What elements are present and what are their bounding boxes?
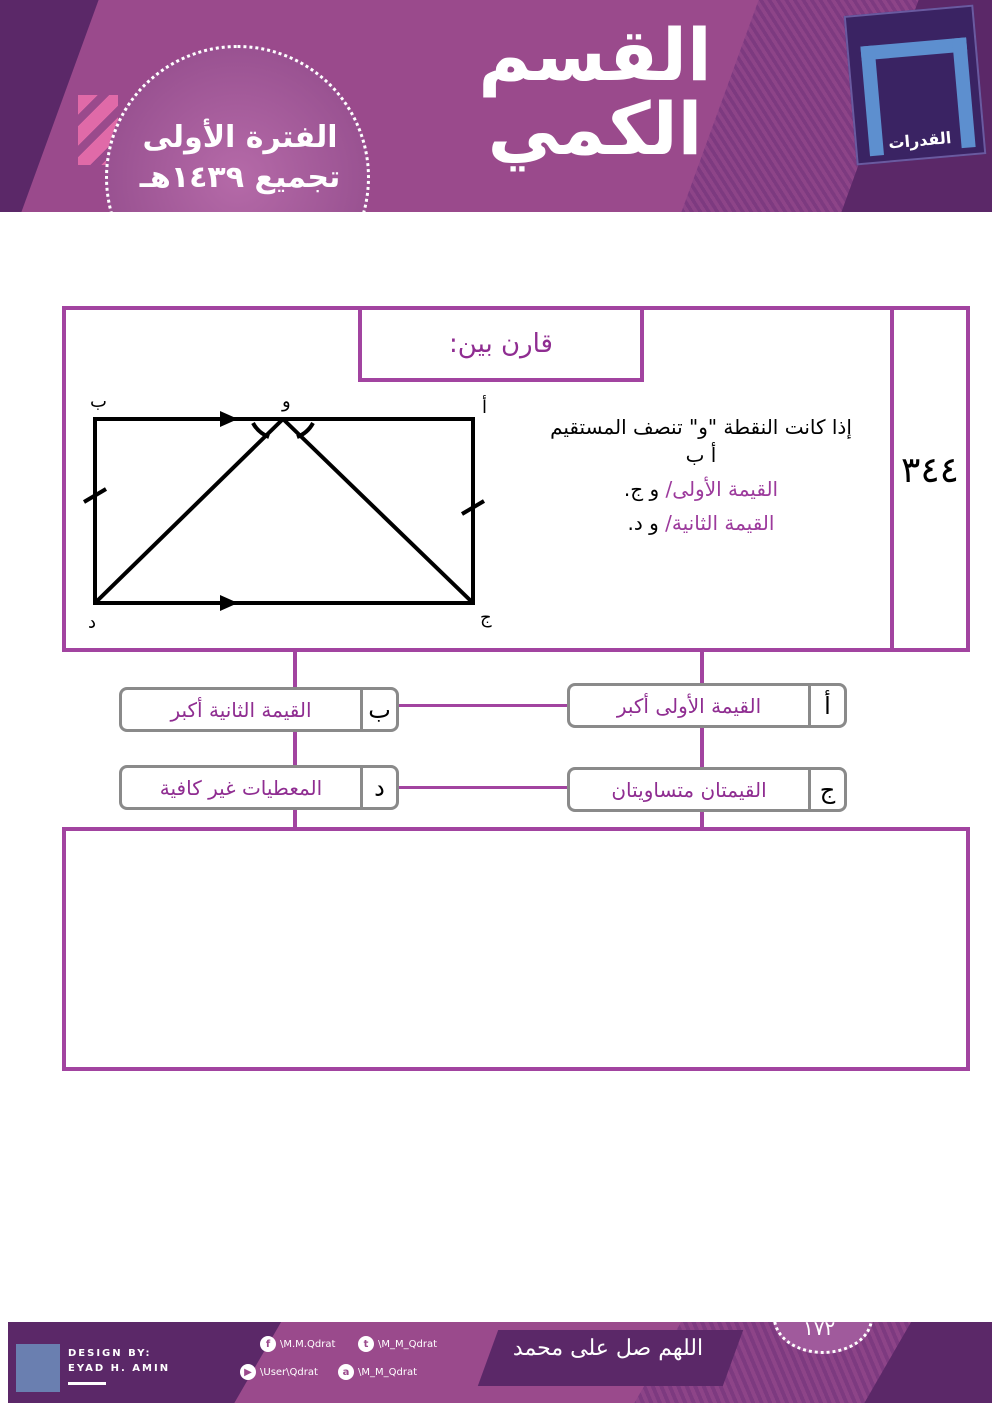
label-b: ب bbox=[90, 391, 107, 412]
question-text: إذا كانت النقطة "و" تنصف المستقيم أ ب ال… bbox=[520, 410, 882, 540]
facebook-icon: f bbox=[260, 1336, 276, 1352]
ask-icon: a bbox=[338, 1364, 354, 1380]
page-number: ١٧٢ bbox=[803, 1322, 836, 1340]
segment-wd bbox=[93, 417, 285, 605]
book-logo-icon: القدرات bbox=[843, 4, 987, 166]
question-number: ٣٤٤ bbox=[900, 450, 959, 491]
youtube-icon: ▶ bbox=[240, 1364, 256, 1380]
angle-mark-right bbox=[296, 421, 315, 439]
footer-banner: DESIGN BY: EYAD H. AMIN f\M.M.Qdrat t\M_… bbox=[8, 1322, 992, 1403]
connector bbox=[398, 786, 568, 789]
calligraphy: اللهم صل على محمد bbox=[512, 1336, 704, 1361]
facebook-link[interactable]: f\M.M.Qdrat bbox=[260, 1336, 335, 1352]
designer-logo-icon bbox=[16, 1344, 60, 1392]
ask-link[interactable]: a\M_M_Qdrat bbox=[338, 1364, 417, 1380]
rectangle-diagram: ب و أ د ج bbox=[82, 391, 492, 633]
value1: القيمة الأولى/ و ج. bbox=[623, 477, 779, 501]
twitter-link[interactable]: t\M_M_Qdrat bbox=[358, 1336, 437, 1352]
period-subtitle: تجميع ١٤٣٩هـ bbox=[139, 160, 341, 195]
period-title: الفترة الأولى bbox=[142, 120, 338, 155]
designer-name: EYAD H. AMIN bbox=[68, 1363, 171, 1374]
tick-mark-left bbox=[82, 487, 108, 504]
solution-box bbox=[62, 827, 970, 1071]
question-line1: إذا كانت النقطة "و" تنصف المستقيم bbox=[550, 415, 852, 439]
section-title-line1: القسم bbox=[478, 13, 712, 97]
heading-box: قارن بين: bbox=[358, 306, 644, 382]
connector bbox=[293, 652, 297, 829]
connector bbox=[398, 704, 568, 707]
arrow-bottom bbox=[220, 595, 238, 611]
tick-mark-right bbox=[460, 499, 486, 516]
label-w: و bbox=[281, 391, 291, 412]
angle-mark-left bbox=[251, 421, 270, 439]
youtube-link[interactable]: ▶\User\Qdrat bbox=[240, 1364, 318, 1380]
twitter-icon: t bbox=[358, 1336, 374, 1352]
question-heading: قارن بين: bbox=[449, 329, 553, 359]
connector bbox=[700, 652, 704, 829]
question-line2: أ ب bbox=[685, 443, 717, 467]
section-title-line2: الكمي bbox=[487, 87, 703, 171]
design-by-label: DESIGN BY: bbox=[68, 1348, 152, 1359]
arrow-top bbox=[220, 411, 238, 427]
label-d: د bbox=[88, 612, 96, 633]
value2: القيمة الثانية/ و د. bbox=[627, 511, 775, 535]
label-a: أ bbox=[482, 395, 487, 418]
segment-wj bbox=[281, 417, 475, 605]
rectangle-shape bbox=[93, 417, 475, 605]
divider bbox=[890, 306, 894, 652]
label-j: ج bbox=[480, 607, 492, 628]
